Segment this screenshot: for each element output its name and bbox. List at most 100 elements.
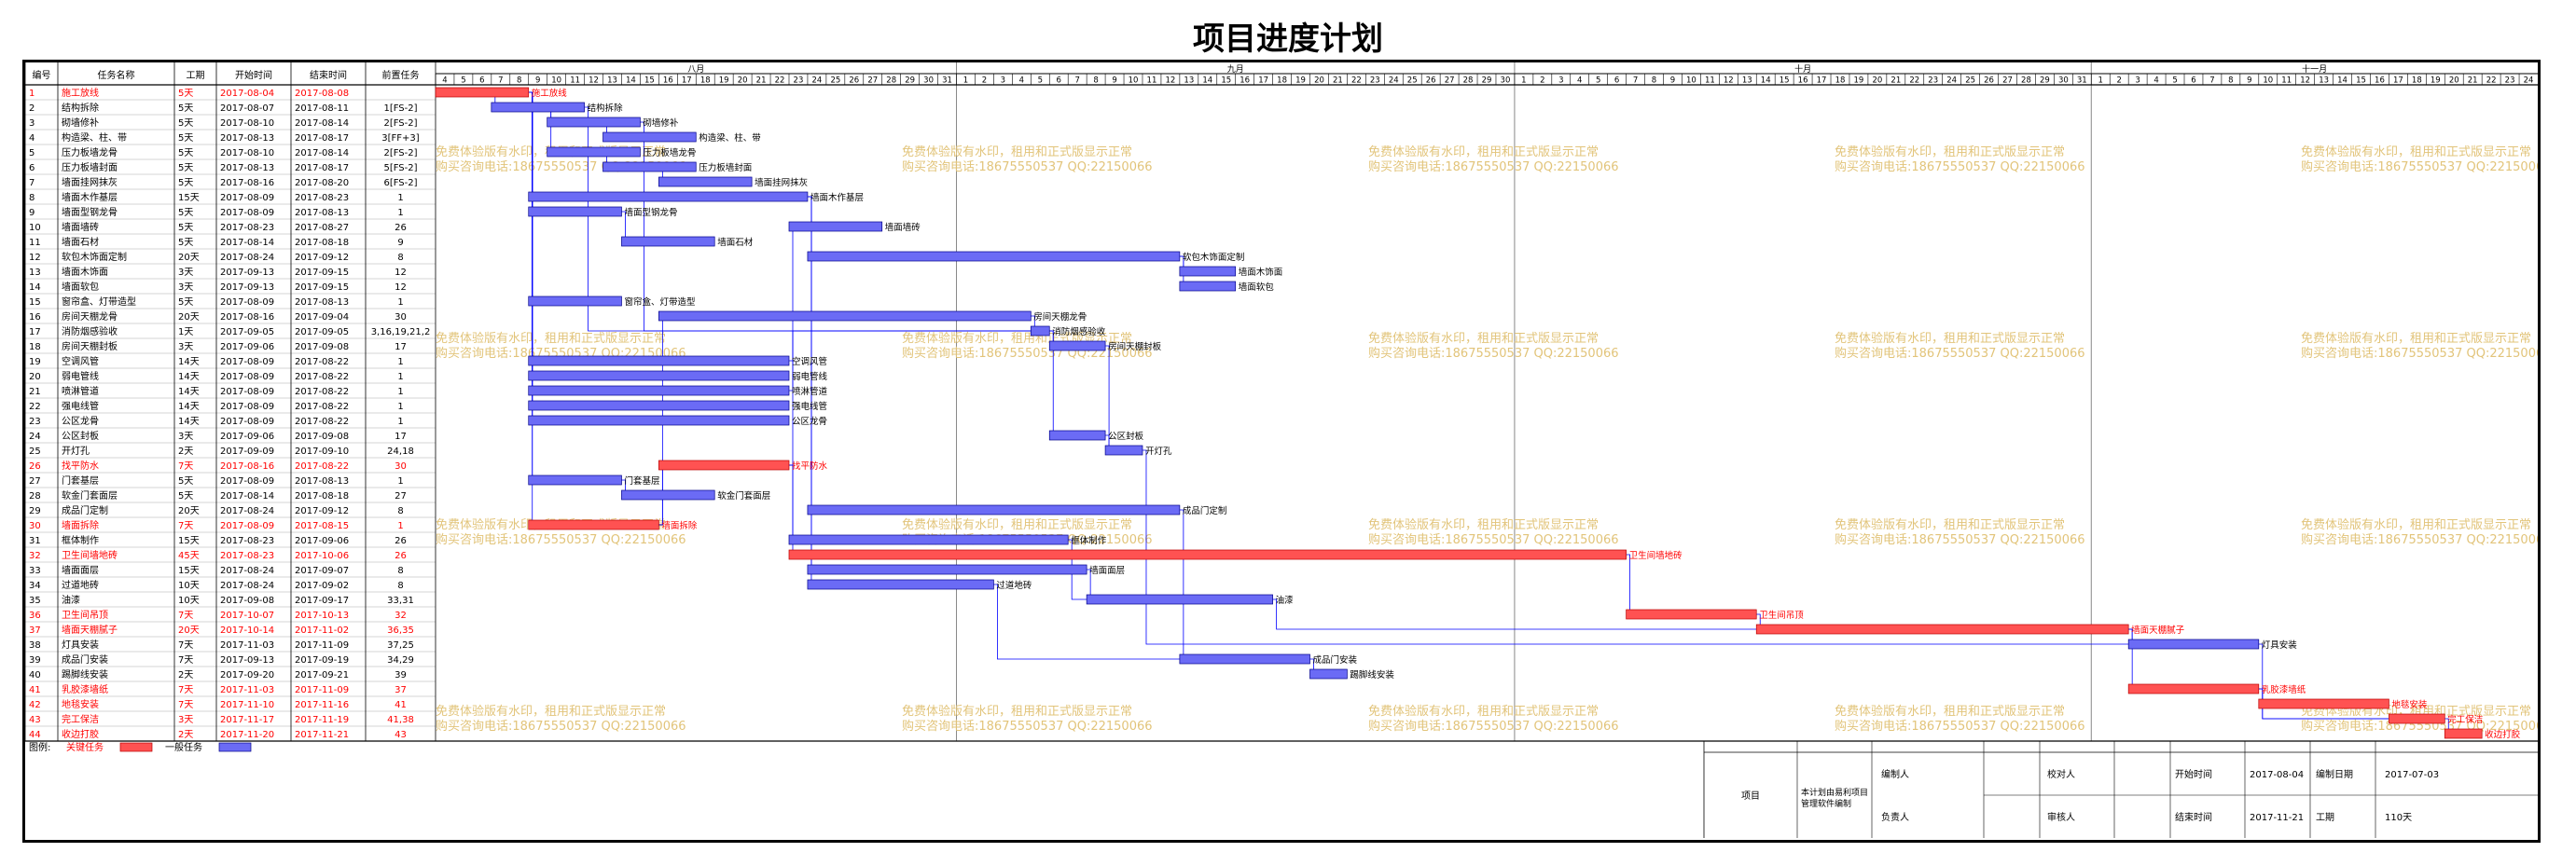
table-cell: 14天 xyxy=(178,387,200,397)
bar-label: 墙面挂网抹灰 xyxy=(755,177,808,188)
table-cell: 39 xyxy=(29,655,41,666)
table-cell: 34,29 xyxy=(387,655,414,666)
table-cell: 38 xyxy=(29,640,41,651)
table-cell: 42 xyxy=(29,700,41,710)
day-tick-label: 11 xyxy=(2281,76,2292,86)
task-bar xyxy=(491,102,585,113)
table-cell: 41 xyxy=(395,700,407,710)
watermark-text: 免费体验版有水印，租用和正式版显示正常 xyxy=(1368,144,1599,159)
critical-task-bar xyxy=(528,519,659,530)
bar-label: 空调风管 xyxy=(792,356,827,367)
table-cell: 2017-11-10 xyxy=(220,700,274,710)
watermark-text: 免费体验版有水印，租用和正式版显示正常 xyxy=(902,144,1132,159)
footer-end-label: 结束时间 xyxy=(2175,811,2212,823)
table-cell: 收边打胶 xyxy=(62,728,99,740)
day-tick-label: 28 xyxy=(2021,76,2031,86)
table-cell: 7天 xyxy=(178,611,193,621)
watermark-text: 购买咨询电话:18675550537 QQ:22150066 xyxy=(902,719,1153,734)
watermark-text: 购买咨询电话:18675550537 QQ:22150066 xyxy=(2301,159,2538,174)
table-cell: 33,31 xyxy=(387,596,414,606)
day-tick-label: 22 xyxy=(1351,76,1362,86)
day-tick-label: 7 xyxy=(1633,76,1638,86)
table-cell: 墙面面层 xyxy=(62,564,99,576)
table-cell: 5天 xyxy=(178,118,193,129)
table-cell: 2017-10-13 xyxy=(295,611,349,621)
table-cell: 施工放线 xyxy=(62,87,99,99)
bar-label: 墙面木作基层 xyxy=(810,192,864,203)
table-cell: 2017-09-06 xyxy=(220,342,274,352)
table-cell: 2017-08-09 xyxy=(220,417,274,427)
table-cell: 19 xyxy=(29,357,41,367)
table-cell: 2017-08-16 xyxy=(220,178,274,188)
table-cell: 15 xyxy=(29,297,41,308)
table-cell: 空调风管 xyxy=(62,355,99,367)
dependency-link xyxy=(1179,509,1184,660)
table-cell: 2017-09-04 xyxy=(295,312,349,323)
day-tick-label: 25 xyxy=(1965,76,1975,86)
table-cell: 2017-08-14 xyxy=(295,118,349,129)
day-tick-label: 29 xyxy=(905,76,915,86)
table-cell: 成品门定制 xyxy=(62,504,108,516)
day-tick-label: 25 xyxy=(1407,76,1418,86)
task-bar xyxy=(788,221,883,232)
table-cell: 5天 xyxy=(178,178,193,188)
watermark-text: 购买咨询电话:18675550537 QQ:22150066 xyxy=(1368,159,1619,174)
day-tick-label: 9 xyxy=(2247,76,2251,86)
table-cell: 2017-09-08 xyxy=(295,342,349,352)
task-bar xyxy=(528,206,622,217)
table-cell: 2017-09-02 xyxy=(295,581,349,591)
day-tick-label: 26 xyxy=(849,76,859,86)
bar-label: 窗帘盒、灯带造型 xyxy=(624,296,696,308)
table-cell: 2017-08-13 xyxy=(295,297,349,308)
day-tick-label: 14 xyxy=(1202,76,1212,86)
critical-task-bar xyxy=(1755,624,2129,635)
table-cell: 油漆 xyxy=(62,594,80,606)
day-tick-label: 15 xyxy=(1221,76,1231,86)
table-cell: 21 xyxy=(29,387,41,397)
table-cell: 41 xyxy=(29,685,41,695)
bar-label: 房间天棚封板 xyxy=(1108,341,1162,352)
table-cell: 1 xyxy=(397,387,403,397)
bar-label: 消防烟感验收 xyxy=(1052,326,1106,337)
column-header: 前置任务 xyxy=(382,69,420,81)
table-cell: 2017-08-22 xyxy=(295,357,349,367)
table-cell: 砌墙修补 xyxy=(62,117,99,129)
bar-label: 强电线管 xyxy=(792,401,827,412)
task-bar xyxy=(807,504,1181,515)
task-bar xyxy=(1048,430,1106,441)
table-cell: 2017-11-02 xyxy=(295,625,349,636)
day-tick-label: 16 xyxy=(663,76,673,86)
bar-label: 找平防水 xyxy=(792,460,828,472)
month-label: 八月 xyxy=(687,64,704,75)
bar-label: 墙面型钢龙骨 xyxy=(624,207,677,218)
table-cell: 5天 xyxy=(178,208,193,218)
day-tick-label: 20 xyxy=(1314,76,1324,86)
table-cell: 2017-08-08 xyxy=(295,89,349,99)
day-tick-label: 18 xyxy=(1835,76,1846,86)
table-cell: 18 xyxy=(29,342,41,352)
table-cell: 2017-11-09 xyxy=(295,685,349,695)
table-cell: 2017-08-09 xyxy=(220,521,274,531)
watermark-text: 购买咨询电话:18675550537 QQ:22150066 xyxy=(1368,532,1619,547)
table-cell: 24 xyxy=(29,432,41,442)
day-tick-label: 15 xyxy=(644,76,655,86)
day-tick-label: 22 xyxy=(1909,76,1919,86)
task-bar xyxy=(528,385,790,396)
table-cell: 软金门套面层 xyxy=(62,489,118,502)
table-cell: 2017-08-09 xyxy=(220,476,274,487)
day-tick-label: 18 xyxy=(700,76,711,86)
table-cell: 3天 xyxy=(178,282,193,293)
bar-label: 施工放线 xyxy=(532,88,568,99)
table-cell: 2017-09-15 xyxy=(295,282,349,293)
watermark-text: 购买咨询电话:18675550537 QQ:22150066 xyxy=(902,159,1153,174)
table-cell: 2017-08-13 xyxy=(220,163,274,173)
day-tick-label: 31 xyxy=(2077,76,2087,86)
day-tick-label: 16 xyxy=(1798,76,1808,86)
task-bar xyxy=(1030,325,1050,337)
day-tick-label: 20 xyxy=(738,76,748,86)
table-cell: 3[FF+3] xyxy=(381,133,420,144)
bar-label: 墙面天棚腻子 xyxy=(2131,625,2185,636)
table-cell: 17 xyxy=(395,342,407,352)
task-bar xyxy=(658,176,753,187)
watermark-text: 免费体验版有水印，租用和正式版显示正常 xyxy=(2301,144,2531,159)
